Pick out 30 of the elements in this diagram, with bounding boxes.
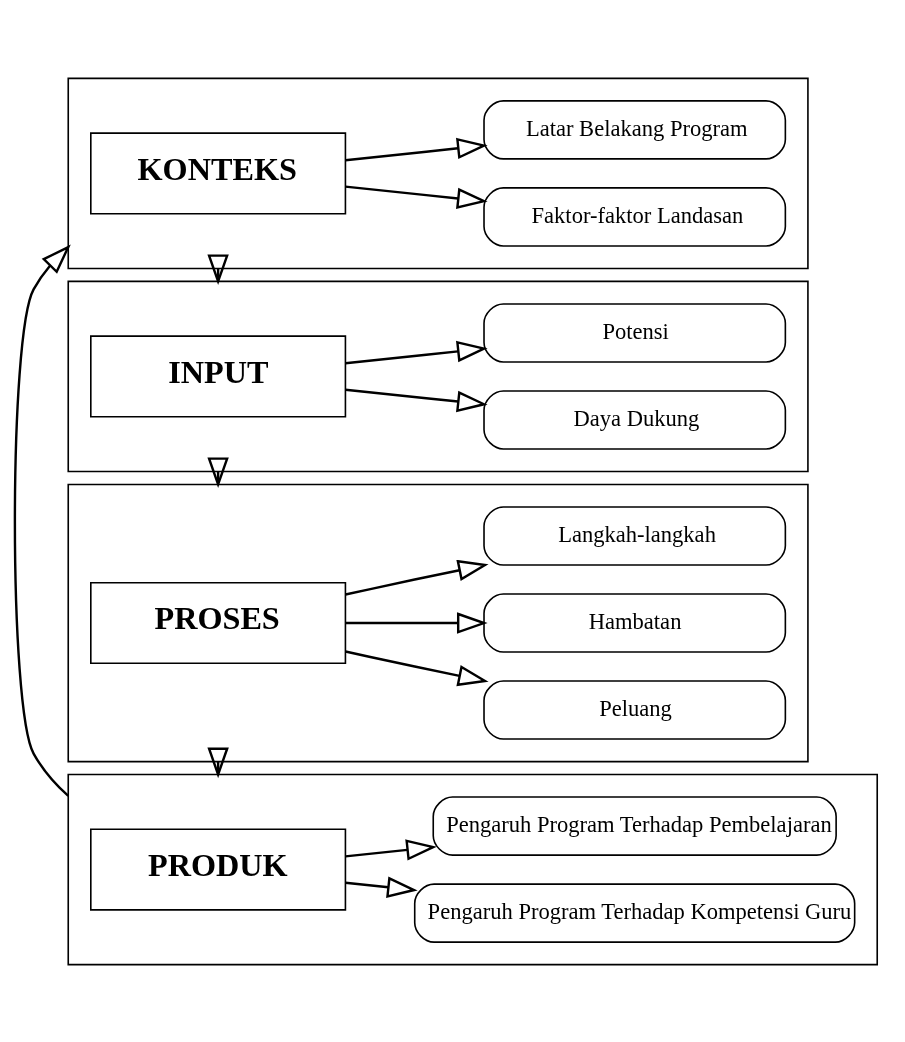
node-box: Faktor-faktor Landasan (483, 186, 787, 247)
node-box: Pengaruh Program Terhadap Pembelajaran (432, 795, 837, 856)
arrow (345, 388, 488, 412)
node-box: PROSES (90, 581, 347, 664)
arrow (13, 243, 71, 797)
node-box: Peluang (483, 679, 787, 740)
arrow (345, 649, 489, 686)
cluster (67, 773, 879, 965)
arrow (207, 456, 229, 488)
arrow (345, 838, 437, 861)
node-box: KONTEKS (90, 131, 347, 214)
node-box: Langkah-langkah (483, 505, 787, 566)
arrow (207, 747, 229, 778)
arrow (345, 137, 488, 161)
node-box: Pengaruh Program Terhadap Kompetensi Guru (413, 882, 856, 943)
arrow (345, 611, 488, 634)
arrow (345, 876, 418, 898)
node-box: PRODUK (90, 828, 347, 911)
cluster (67, 280, 809, 472)
node-box: Daya Dukung (483, 389, 787, 450)
arrow (207, 253, 229, 285)
arrow (345, 184, 488, 209)
arrow (345, 340, 488, 364)
cluster (67, 483, 809, 762)
cluster (67, 77, 809, 269)
node-box: Potensi (483, 302, 787, 363)
arrow (345, 559, 489, 596)
node-box: INPUT (90, 334, 347, 418)
node-box: Hambatan (483, 592, 787, 653)
node-box: Latar Belakang Program (483, 99, 787, 160)
